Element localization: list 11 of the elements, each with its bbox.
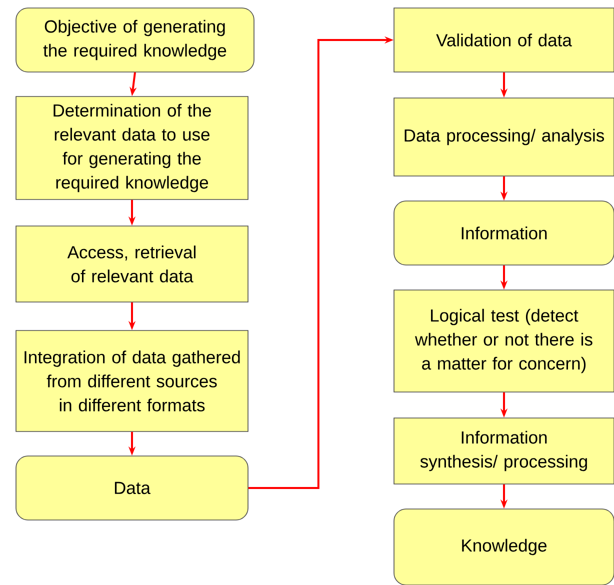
process-box: Integration of data gathered from different sources in different formats — [16, 330, 248, 432]
process-box: Determination of the relevant data to use for generating the required knowledge — [16, 96, 248, 200]
rounded-box: Objective of generating the required knowledge — [16, 8, 254, 72]
rounded-box: Information — [394, 200, 614, 266]
process-box: Information synthesis/ processing — [394, 418, 614, 484]
rounded-box: Data — [16, 456, 248, 520]
process-box: Data processing/ analysis — [394, 98, 614, 176]
rounded-box: Knowledge — [394, 508, 614, 585]
process-box: Validation of data — [394, 8, 614, 72]
process-box: Logical test (detect whether or not there is a matter for concern) — [394, 290, 614, 392]
process-box: Access, retrieval of relevant data — [16, 226, 248, 302]
